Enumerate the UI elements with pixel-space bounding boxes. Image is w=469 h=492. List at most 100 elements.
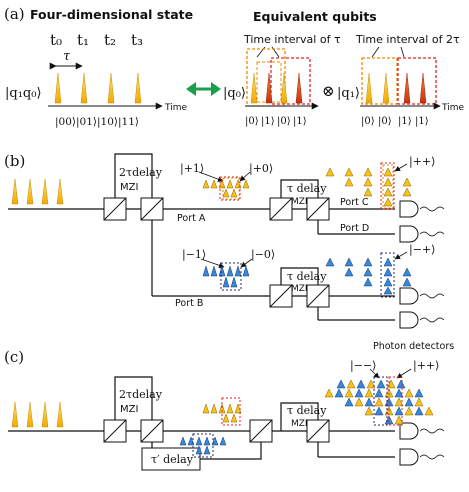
ket-pp-c-arrow <box>396 368 412 379</box>
interval-2tau-pointer-2 <box>400 46 405 58</box>
delay-loop-2tau <box>114 153 153 209</box>
beam-c-lower-branch <box>151 431 262 460</box>
mzi-tau-a-label: τ delay <box>287 182 327 195</box>
ket-q0: |q₀⟩ <box>223 86 246 101</box>
bs-tau-b-in-diag <box>269 284 293 308</box>
q0-bit-3: |0⟩ <box>277 116 291 127</box>
box-c-out-red <box>388 376 403 426</box>
mzi-tau-b-label: τ delay <box>287 270 327 283</box>
delay-loop-c-2tau <box>114 376 153 431</box>
panel-a: (a) Four-dimensional state Equivalent qu… <box>4 5 464 129</box>
ket-minus-1: |−1⟩ <box>182 248 206 262</box>
box-2tau-1 <box>361 57 398 105</box>
delay-loop-tau-a <box>280 179 319 209</box>
q0-bit-4: |1⟩ <box>293 116 307 127</box>
input-pulse-c-2 <box>26 401 34 428</box>
box-2tau-2 <box>397 57 437 105</box>
mzi-c-tau-mzi: MZI <box>291 419 308 429</box>
input-pulse-b-3 <box>41 178 49 205</box>
q1-pulse-3 <box>403 72 411 104</box>
bs-tau-b-out-diag <box>306 284 330 308</box>
photon-detectors-label: Photon detectors <box>373 341 454 352</box>
title-four-dimensional: Four-dimensional state <box>30 7 193 22</box>
detector-b-1 <box>399 200 445 218</box>
c-mid-yellow-pulses <box>202 403 242 423</box>
ket-pp-b-arrow <box>394 163 408 172</box>
ket-mm-c-arrow <box>369 368 380 379</box>
port-b-label: Port B <box>175 298 203 309</box>
box-c-out-navy <box>373 376 388 426</box>
q1-bit-3: |1⟩ <box>398 116 412 127</box>
panel-a-label: (a) <box>4 5 25 23</box>
interval-tau-label: Time interval of τ <box>243 33 341 46</box>
panel-b-label: (b) <box>4 152 25 170</box>
bs-c-2tau-in-diag <box>103 419 127 443</box>
basis-labels: |00⟩|01⟩|10⟩|11⟩ <box>55 116 139 129</box>
ket-q1q0: |q₁q₀⟩ <box>5 86 42 101</box>
pulse-t1 <box>80 72 88 104</box>
detector-b-3 <box>399 287 445 305</box>
pulse-t0 <box>54 72 62 104</box>
port-d-label: Port D <box>340 223 369 234</box>
port-a-label: Port A <box>177 213 206 224</box>
q1-pulse-4 <box>419 72 427 104</box>
detector-b-2 <box>399 225 445 243</box>
q0-pulse-4 <box>295 72 303 104</box>
input-pulse-c-3 <box>41 401 49 428</box>
detector-c-1 <box>399 422 445 440</box>
ket-plus-0-arrow <box>239 171 251 182</box>
input-pulse-b-1 <box>11 178 19 205</box>
q0-bit-2: |1⟩ <box>261 116 275 127</box>
box-port-a-red <box>219 176 241 201</box>
box-port-c-red <box>380 162 395 210</box>
box-tau-1 <box>246 48 286 107</box>
input-pulse-c-4 <box>56 401 64 428</box>
detector-b-4 <box>399 311 445 329</box>
delay-loop-tau-b <box>280 267 319 296</box>
input-pulse-b-2 <box>26 178 34 205</box>
bs-2tau-in-diag <box>103 197 127 221</box>
port-c-label: Port C <box>340 197 369 208</box>
time-label-t1: t₁ <box>77 31 89 49</box>
q0-bit-1: |0⟩ <box>245 116 259 127</box>
box-port-b-navy <box>220 262 242 291</box>
q1-bit-1: |0⟩ <box>361 116 375 127</box>
ket-minus-0-arrow <box>240 258 253 268</box>
bs-c-2tau-out-diag <box>140 419 164 443</box>
tau-prime-delay-box <box>141 447 201 471</box>
ket-mm-c: |−−⟩ <box>350 359 376 373</box>
q0-pulse-1 <box>250 72 258 104</box>
panel-c: (c) 2τdelay MZI τ′ delay τ delay MZI <box>4 348 445 471</box>
interval-2tau-label: Time interval of 2τ <box>355 33 460 46</box>
mzi-tau-b-mzi: MZI <box>291 284 308 294</box>
box-port-a-orange <box>222 177 240 200</box>
q1-pulse-2 <box>382 72 390 104</box>
q0-pulse-3 <box>280 72 288 104</box>
time-label-left: Time <box>164 103 187 113</box>
mzi-2tau-label: 2τdelay <box>119 166 163 179</box>
title-equivalent-qubits: Equivalent qubits <box>253 9 377 24</box>
time-label-t3: t₃ <box>131 31 143 49</box>
input-pulse-c-1 <box>11 401 19 428</box>
tau-prime-delay-label: τ′ delay <box>151 453 194 466</box>
ket-plus-1: |+1⟩ <box>180 162 204 176</box>
ket-plus-0: |+0⟩ <box>249 162 273 176</box>
port-c-pulse-train <box>325 167 412 207</box>
time-label-right: Time <box>441 103 464 113</box>
bs-c-tau-in-diag <box>249 419 273 443</box>
detector-c-2 <box>399 448 445 466</box>
input-pulse-b-4 <box>56 178 64 205</box>
delay-loop-c-tau <box>280 402 319 431</box>
ket-plus-1-arrow <box>198 171 224 182</box>
mzi-c-2tau-label: 2τdelay <box>119 388 163 401</box>
box-c-mid-navy <box>192 433 214 458</box>
port-b-pulse-train <box>202 265 250 288</box>
ket-minus-0: |−0⟩ <box>251 248 275 262</box>
box-tau-2 <box>270 57 311 105</box>
box-c-mid-red <box>221 397 241 426</box>
bs-c-tau-out-diag <box>306 419 330 443</box>
time-label-t2: t₂ <box>104 31 116 49</box>
mzi-tau-a-mzi: MZI <box>291 197 308 207</box>
c-output-pulses <box>324 379 434 425</box>
ket-minus-1-arrow <box>200 258 225 268</box>
